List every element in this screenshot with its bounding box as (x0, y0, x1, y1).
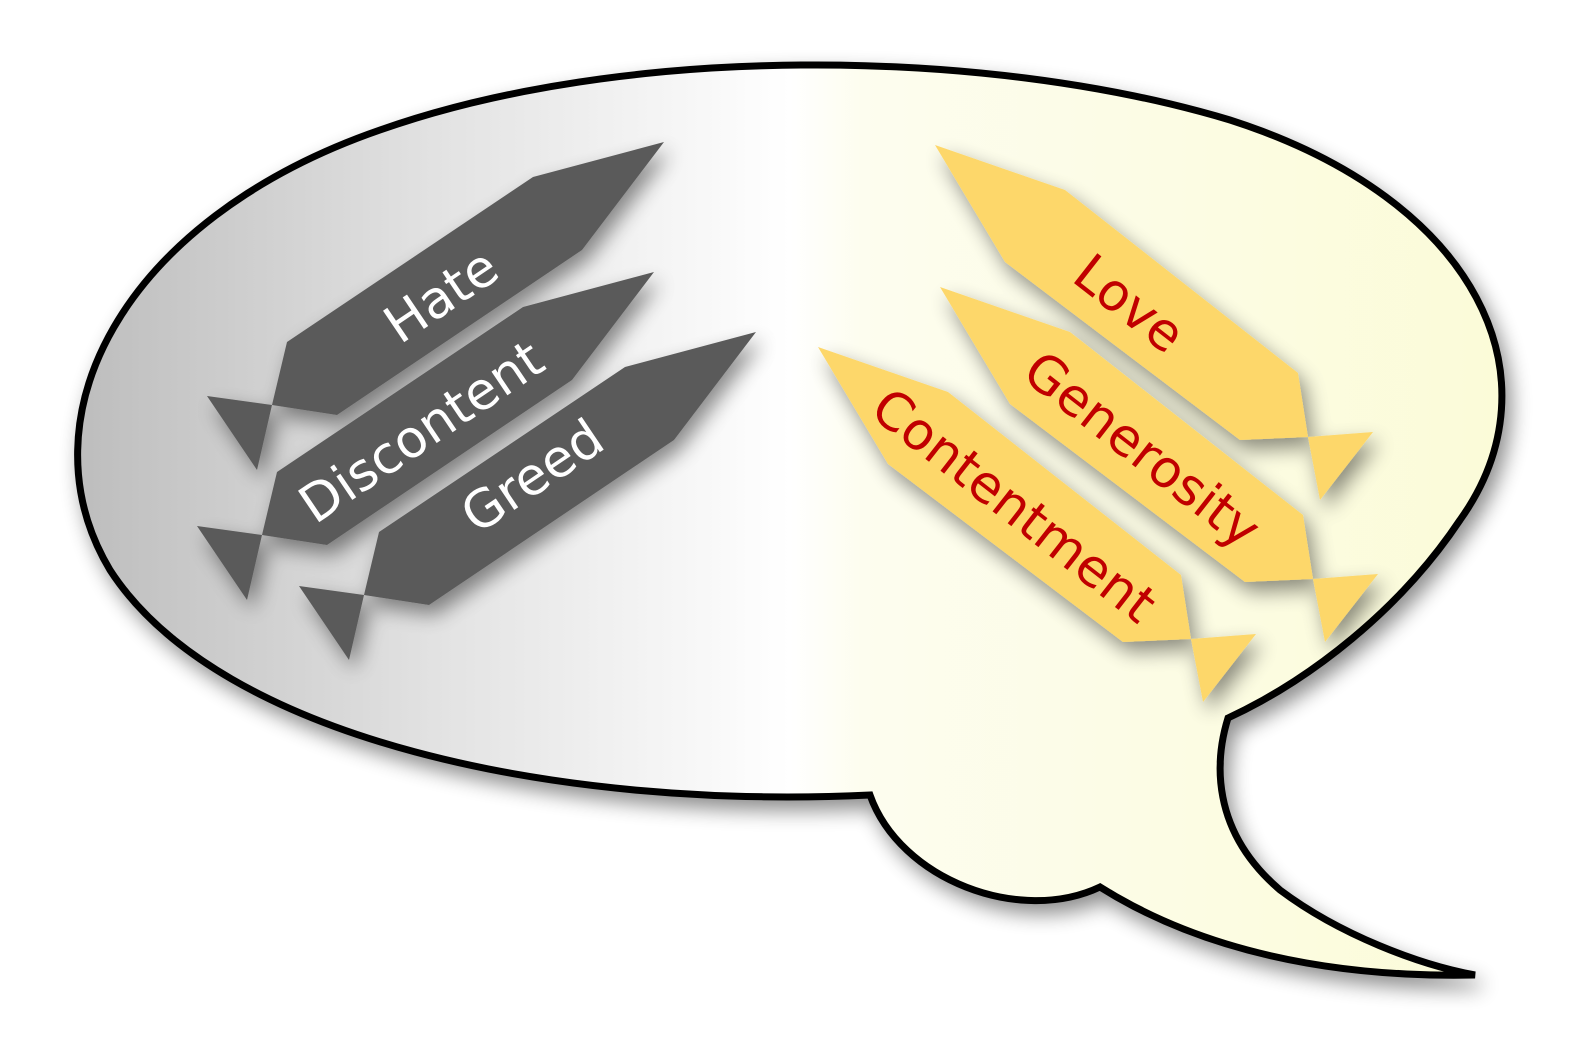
speech-bubble-diagram: Hate Discontent Greed Love Generosity Co… (74, 61, 1506, 979)
